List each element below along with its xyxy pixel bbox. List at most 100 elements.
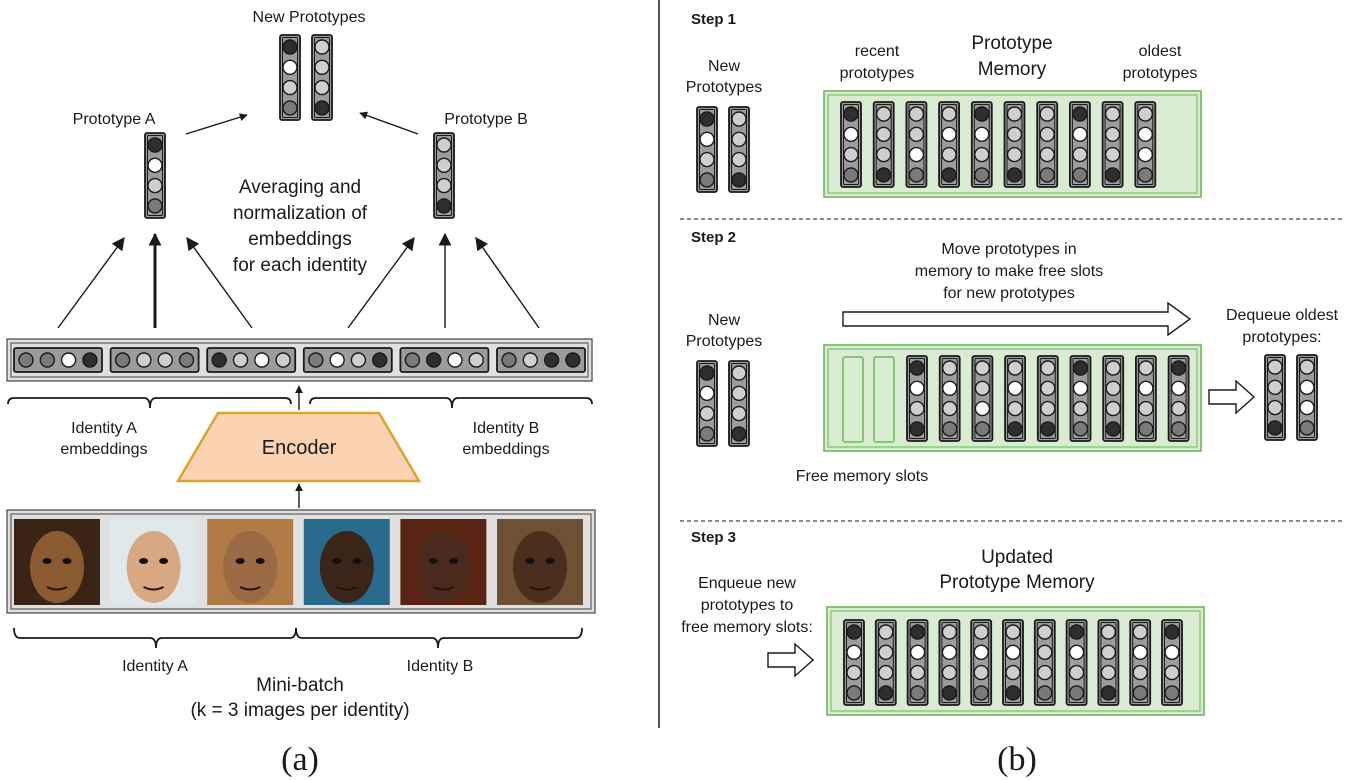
step-3-memory-slot-1-dot-2 bbox=[846, 644, 862, 660]
step-3-memory-slot-6-dot-2 bbox=[1005, 644, 1021, 660]
new-prototype-2 bbox=[311, 34, 333, 121]
step-1-memory-slot-4-dot-2 bbox=[941, 126, 957, 143]
step-1-memory-slot-10-dot-4 bbox=[1137, 167, 1154, 183]
step-1-memory-slot-9-dot-1 bbox=[1104, 106, 1121, 122]
step-1-memory-slot-9-dot-2 bbox=[1104, 126, 1121, 143]
step-2-new-prototype-2 bbox=[728, 360, 750, 447]
step-1-memory-slot-1-dot-3 bbox=[843, 146, 859, 163]
step-2-memory-slot-11-dot-1 bbox=[1170, 360, 1187, 376]
embedding-vector-4-dot-2 bbox=[329, 352, 345, 368]
face-photo-a1 bbox=[14, 519, 100, 605]
step-1-memory-slot-9-dot-3 bbox=[1104, 146, 1121, 163]
new-prototypes-label: New Prototypes bbox=[253, 9, 366, 26]
step-2-memory-slot-7 bbox=[1036, 355, 1059, 442]
dequeued-prototype-2 bbox=[1296, 354, 1318, 441]
averaging-line-3: embeddings bbox=[248, 229, 352, 250]
step-2-memory-slot-6-dot-2 bbox=[1007, 380, 1023, 396]
step-2-memory-slot-5-dot-1 bbox=[974, 360, 991, 376]
step-2-memory-slot-10-dot-1 bbox=[1138, 360, 1154, 376]
step-1-new-prototype-1-dot-1 bbox=[699, 111, 715, 127]
step-2-memory-slot-8-dot-2 bbox=[1072, 380, 1089, 396]
step-2-new-prototype-2-dot-3 bbox=[731, 405, 747, 422]
identity-a-embeddings-line-2: embeddings bbox=[60, 441, 147, 458]
arrow-emb6-to-proto-b bbox=[475, 236, 540, 329]
step-1-memory-slot-7-dot-2 bbox=[1039, 126, 1055, 143]
embedding-vector-1-dot-1 bbox=[18, 352, 34, 368]
face-photo-b2 bbox=[400, 519, 487, 605]
step-3-memory-slot-9-dot-3 bbox=[1100, 664, 1117, 681]
step-3-title: Step 3 bbox=[691, 529, 736, 546]
step-1-memory-prototypes bbox=[840, 101, 1157, 188]
panel-a: New Prototypes Prototype A Prototype B A… bbox=[6, 9, 596, 778]
step-3-memory-slot-2-dot-4 bbox=[878, 685, 894, 701]
step-2-memory-slot-7-dot-1 bbox=[1040, 360, 1056, 376]
embedding-vector-2-dot-2 bbox=[136, 352, 152, 368]
new-prototype-1-dot-3 bbox=[282, 79, 298, 96]
step-3-memory-slot-7-dot-2 bbox=[1037, 644, 1053, 660]
embedding-vector-3-dot-4 bbox=[275, 352, 291, 368]
step-1-memory-slot-4 bbox=[938, 101, 960, 188]
step-1-new-prototype-2-dot-3 bbox=[731, 151, 747, 168]
embedding-vector-3-dot-3 bbox=[254, 352, 270, 368]
step-3-memory-slot-8-dot-2 bbox=[1068, 644, 1085, 660]
step-1-memory-slot-2-dot-1 bbox=[876, 106, 892, 122]
step-1-memory-slot-6-dot-4 bbox=[1006, 167, 1023, 183]
step-2-memory-slot-3-dot-1 bbox=[909, 360, 925, 376]
embedding-vector-6-dot-4 bbox=[565, 352, 581, 368]
step-1-memory-slot-6-dot-3 bbox=[1006, 146, 1023, 163]
arrow-emb1-to-proto-a bbox=[57, 236, 125, 329]
embedding-vector-3-dot-1 bbox=[211, 352, 227, 368]
step-1-memory-slot-3-dot-2 bbox=[908, 126, 925, 143]
step-3-memory-slot-9-dot-2 bbox=[1100, 644, 1117, 660]
step-1-memory-slot-3-dot-4 bbox=[908, 167, 925, 183]
step-3-memory-slot-10-dot-2 bbox=[1132, 644, 1148, 660]
step-1-memory-slot-10-dot-1 bbox=[1137, 106, 1154, 122]
step-3-memory-slot-8-dot-1 bbox=[1068, 624, 1085, 640]
step-2-memory-slot-5-dot-3 bbox=[974, 400, 991, 417]
embedding-vector-2 bbox=[109, 347, 200, 373]
step-3-memory-slot-6 bbox=[1002, 619, 1024, 706]
dequeued-prototype-2-dot-4 bbox=[1299, 420, 1315, 436]
averaging-line-1: Averaging and bbox=[239, 177, 361, 198]
embedding-vector-2-dot-4 bbox=[178, 352, 195, 368]
step-1-new-prototype-1-dot-2 bbox=[699, 131, 715, 148]
step-3-memory-slot-8-dot-3 bbox=[1068, 664, 1085, 681]
step-1-memory-slot-3-dot-1 bbox=[908, 106, 925, 122]
shift-right-arrow bbox=[842, 301, 1192, 337]
step-2-memory-slot-9 bbox=[1102, 355, 1125, 442]
step-2-new-prototypes-line-1: New bbox=[708, 312, 740, 329]
step-2-memory-slot-4-dot-4 bbox=[942, 421, 958, 437]
dequeued-prototype-1-dot-4 bbox=[1267, 420, 1283, 436]
step-1-memory-slot-5-dot-4 bbox=[974, 167, 990, 183]
step-2-memory-slot-6 bbox=[1004, 355, 1026, 442]
step-2-memory-slot-11 bbox=[1167, 355, 1190, 442]
step-1-memory-slot-4-dot-3 bbox=[941, 146, 957, 163]
step-3-memory-slot-6-dot-1 bbox=[1005, 624, 1021, 640]
step-1-memory-slot-7-dot-3 bbox=[1039, 146, 1055, 163]
embedding-vector-5-dot-2 bbox=[426, 352, 442, 368]
step-1-memory-slot-8-dot-1 bbox=[1072, 106, 1088, 122]
step-1-memory-slot-8-dot-4 bbox=[1072, 167, 1088, 183]
step-2-memory-slot-4-dot-1 bbox=[942, 360, 958, 376]
step-1-memory-slot-7-dot-1 bbox=[1039, 106, 1055, 122]
embedding-vector-4-dot-3 bbox=[350, 352, 367, 368]
enqueue-arrow bbox=[767, 642, 815, 678]
step-2-memory-slot-5-dot-2 bbox=[974, 380, 991, 396]
step-3-memory-slot-1-dot-4 bbox=[846, 685, 862, 701]
arrow-emb3-to-proto-a bbox=[186, 236, 253, 329]
step-2-memory-slot-8 bbox=[1069, 355, 1092, 442]
step-1-memory-slot-1 bbox=[840, 101, 862, 188]
step-2-new-prototype-2-dot-4 bbox=[731, 426, 747, 442]
prototype-a-dot-3 bbox=[147, 177, 163, 194]
step-1-memory-slot-9-dot-4 bbox=[1104, 167, 1121, 183]
step-2-memory-slot-10-dot-3 bbox=[1138, 400, 1154, 417]
prototype-a-label: Prototype A bbox=[73, 111, 156, 128]
step-3-memory-slot-4-dot-3 bbox=[941, 664, 958, 681]
step-2-new-prototype-1-dot-3 bbox=[699, 405, 715, 422]
new-prototypes-pair bbox=[279, 34, 333, 121]
step-3-memory-slot-10-dot-3 bbox=[1132, 664, 1148, 681]
step-2-memory-slot-11-dot-4 bbox=[1170, 421, 1187, 437]
encoder-label: Encoder bbox=[262, 437, 337, 459]
step-2-memory-slot-10-dot-4 bbox=[1138, 421, 1154, 437]
step-3-memory-slot-1 bbox=[843, 619, 865, 706]
